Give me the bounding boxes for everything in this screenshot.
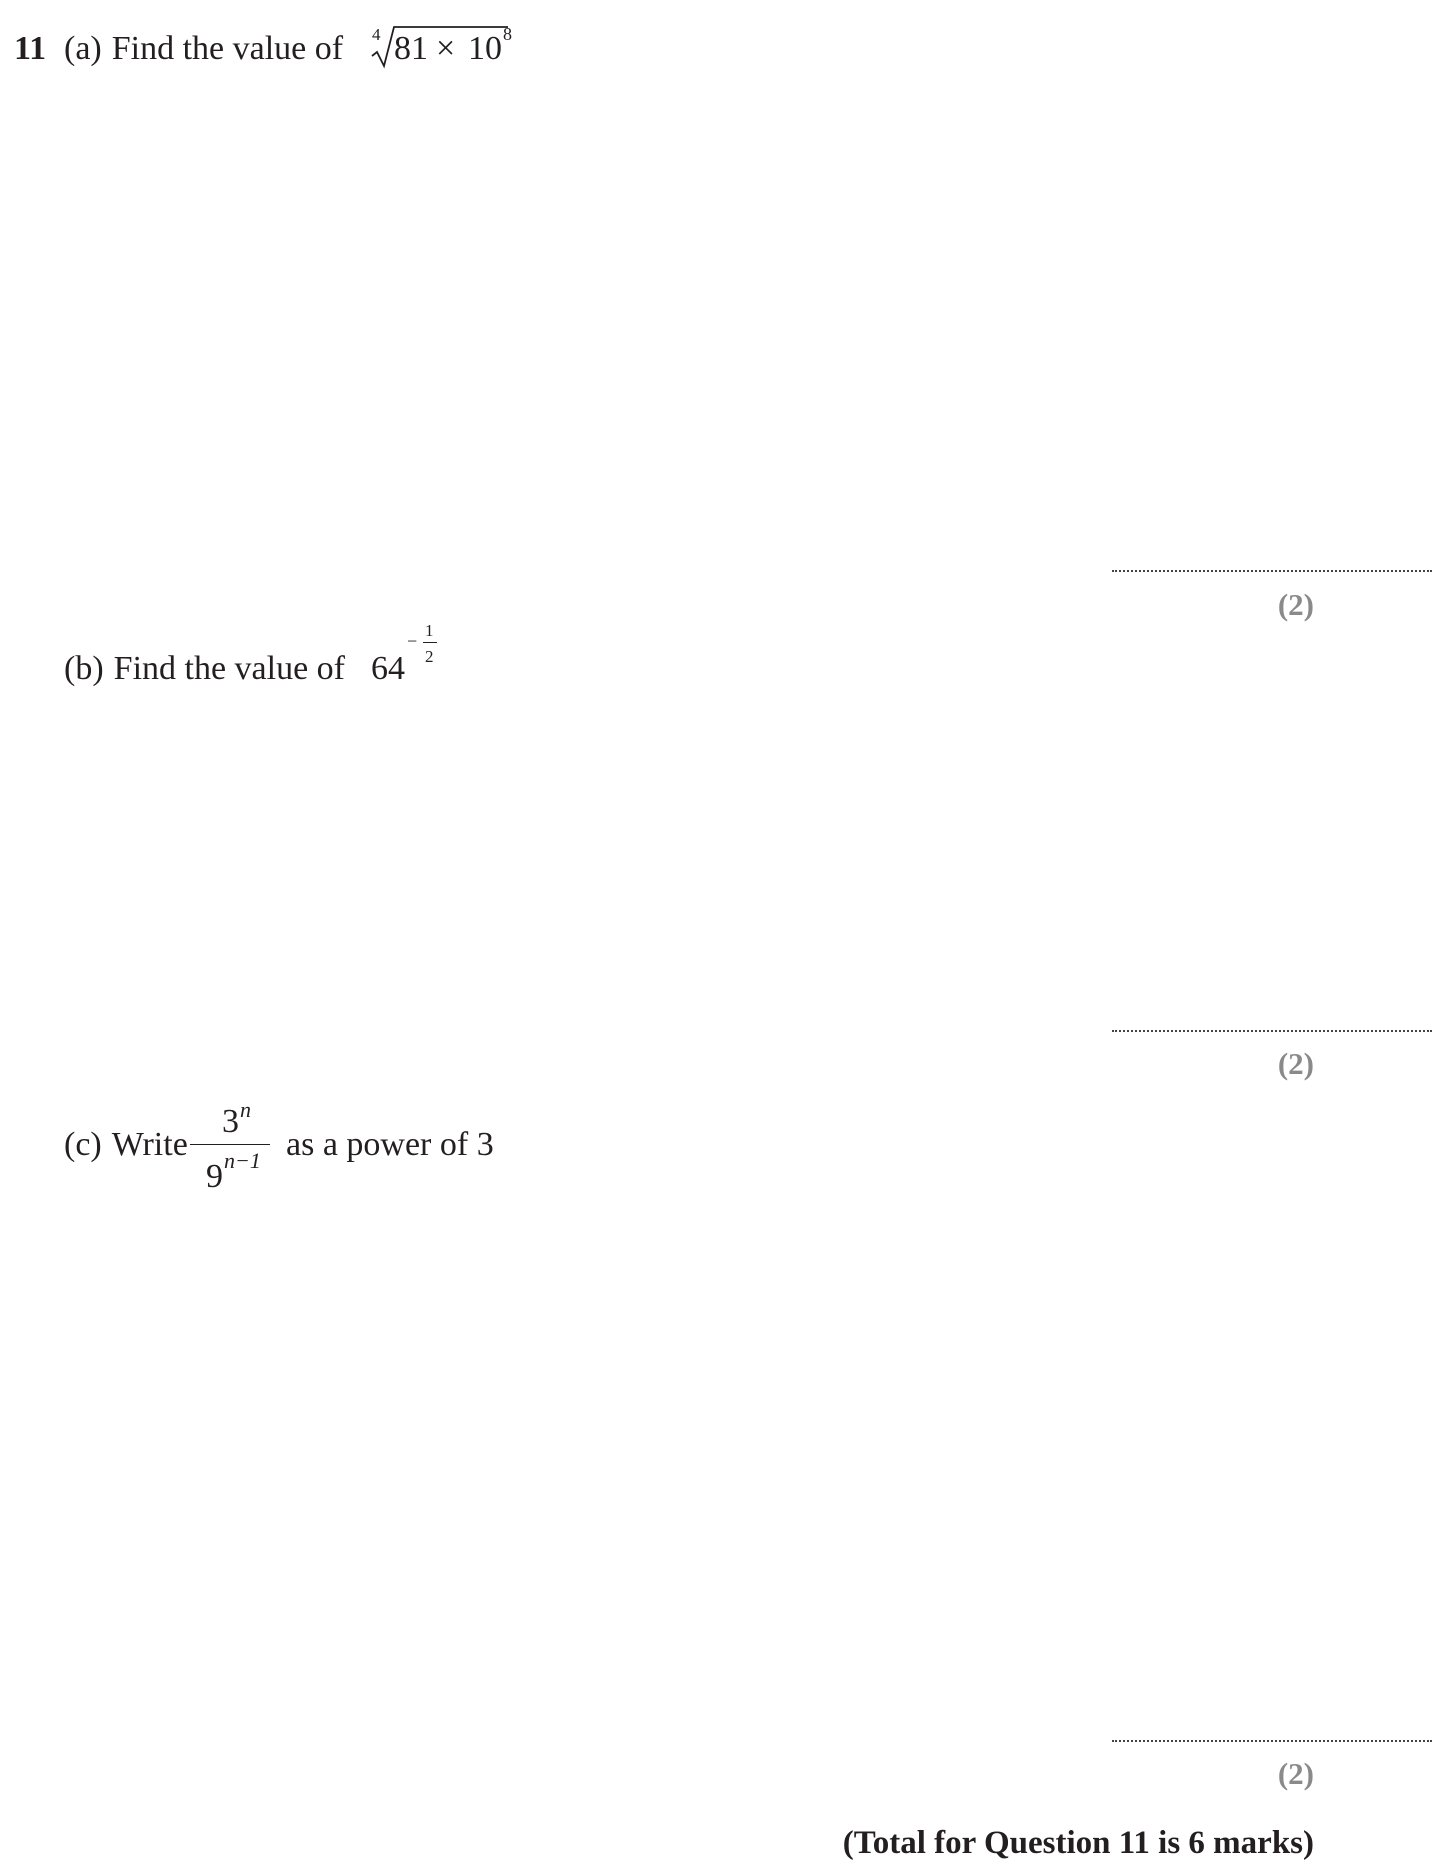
times-sign: × [436,30,456,67]
exponent-fraction-bar [423,642,437,643]
fraction-numerator-exponent: n [240,1097,251,1122]
part-a-label: (a) [64,30,102,67]
part-b-prompt: (b)Find the value of [64,652,345,686]
fraction-denominator-exponent: n−1 [224,1148,261,1173]
fraction-numerator-base: 3 [222,1103,239,1140]
power-base: 10 [468,30,502,67]
fraction-denominator-base: 9 [206,1158,223,1195]
part-c-text-before: Write [111,1126,188,1163]
marks-c: (2) [1277,1756,1314,1791]
answer-line-c[interactable] [1112,1740,1432,1742]
exponent-minus: − [407,631,418,651]
marks-b: (2) [1277,1046,1314,1081]
power-exponent: 8 [503,24,512,44]
part-c-prompt: (c)Write [64,1128,188,1162]
part-b-label: (b) [64,650,104,687]
base-64: 64 [371,650,405,687]
question-number: 11 [14,32,46,66]
part-b-text: Find the value of [113,650,345,687]
exponent-numerator: 1 [425,621,434,640]
exponent-denominator: 2 [425,647,434,666]
fraction-bar [190,1144,270,1145]
question-number-text: 11 [14,30,47,67]
part-c-label: (c) [64,1126,102,1163]
total-marks: (Total for Question 11 is 6 marks) [842,1825,1314,1861]
marks-a: (2) [1277,587,1314,622]
part-a-prompt: (a)Find the value of [64,32,343,66]
radical-sign-icon [371,26,508,69]
answer-line-a[interactable] [1112,570,1432,572]
answer-line-b[interactable] [1112,1030,1432,1032]
root-index: 4 [372,25,381,44]
part-c-text-after: as a power of 3 [286,1126,494,1163]
part-a-text: Find the value of [111,30,344,67]
radicand-base: 81 [394,30,428,67]
